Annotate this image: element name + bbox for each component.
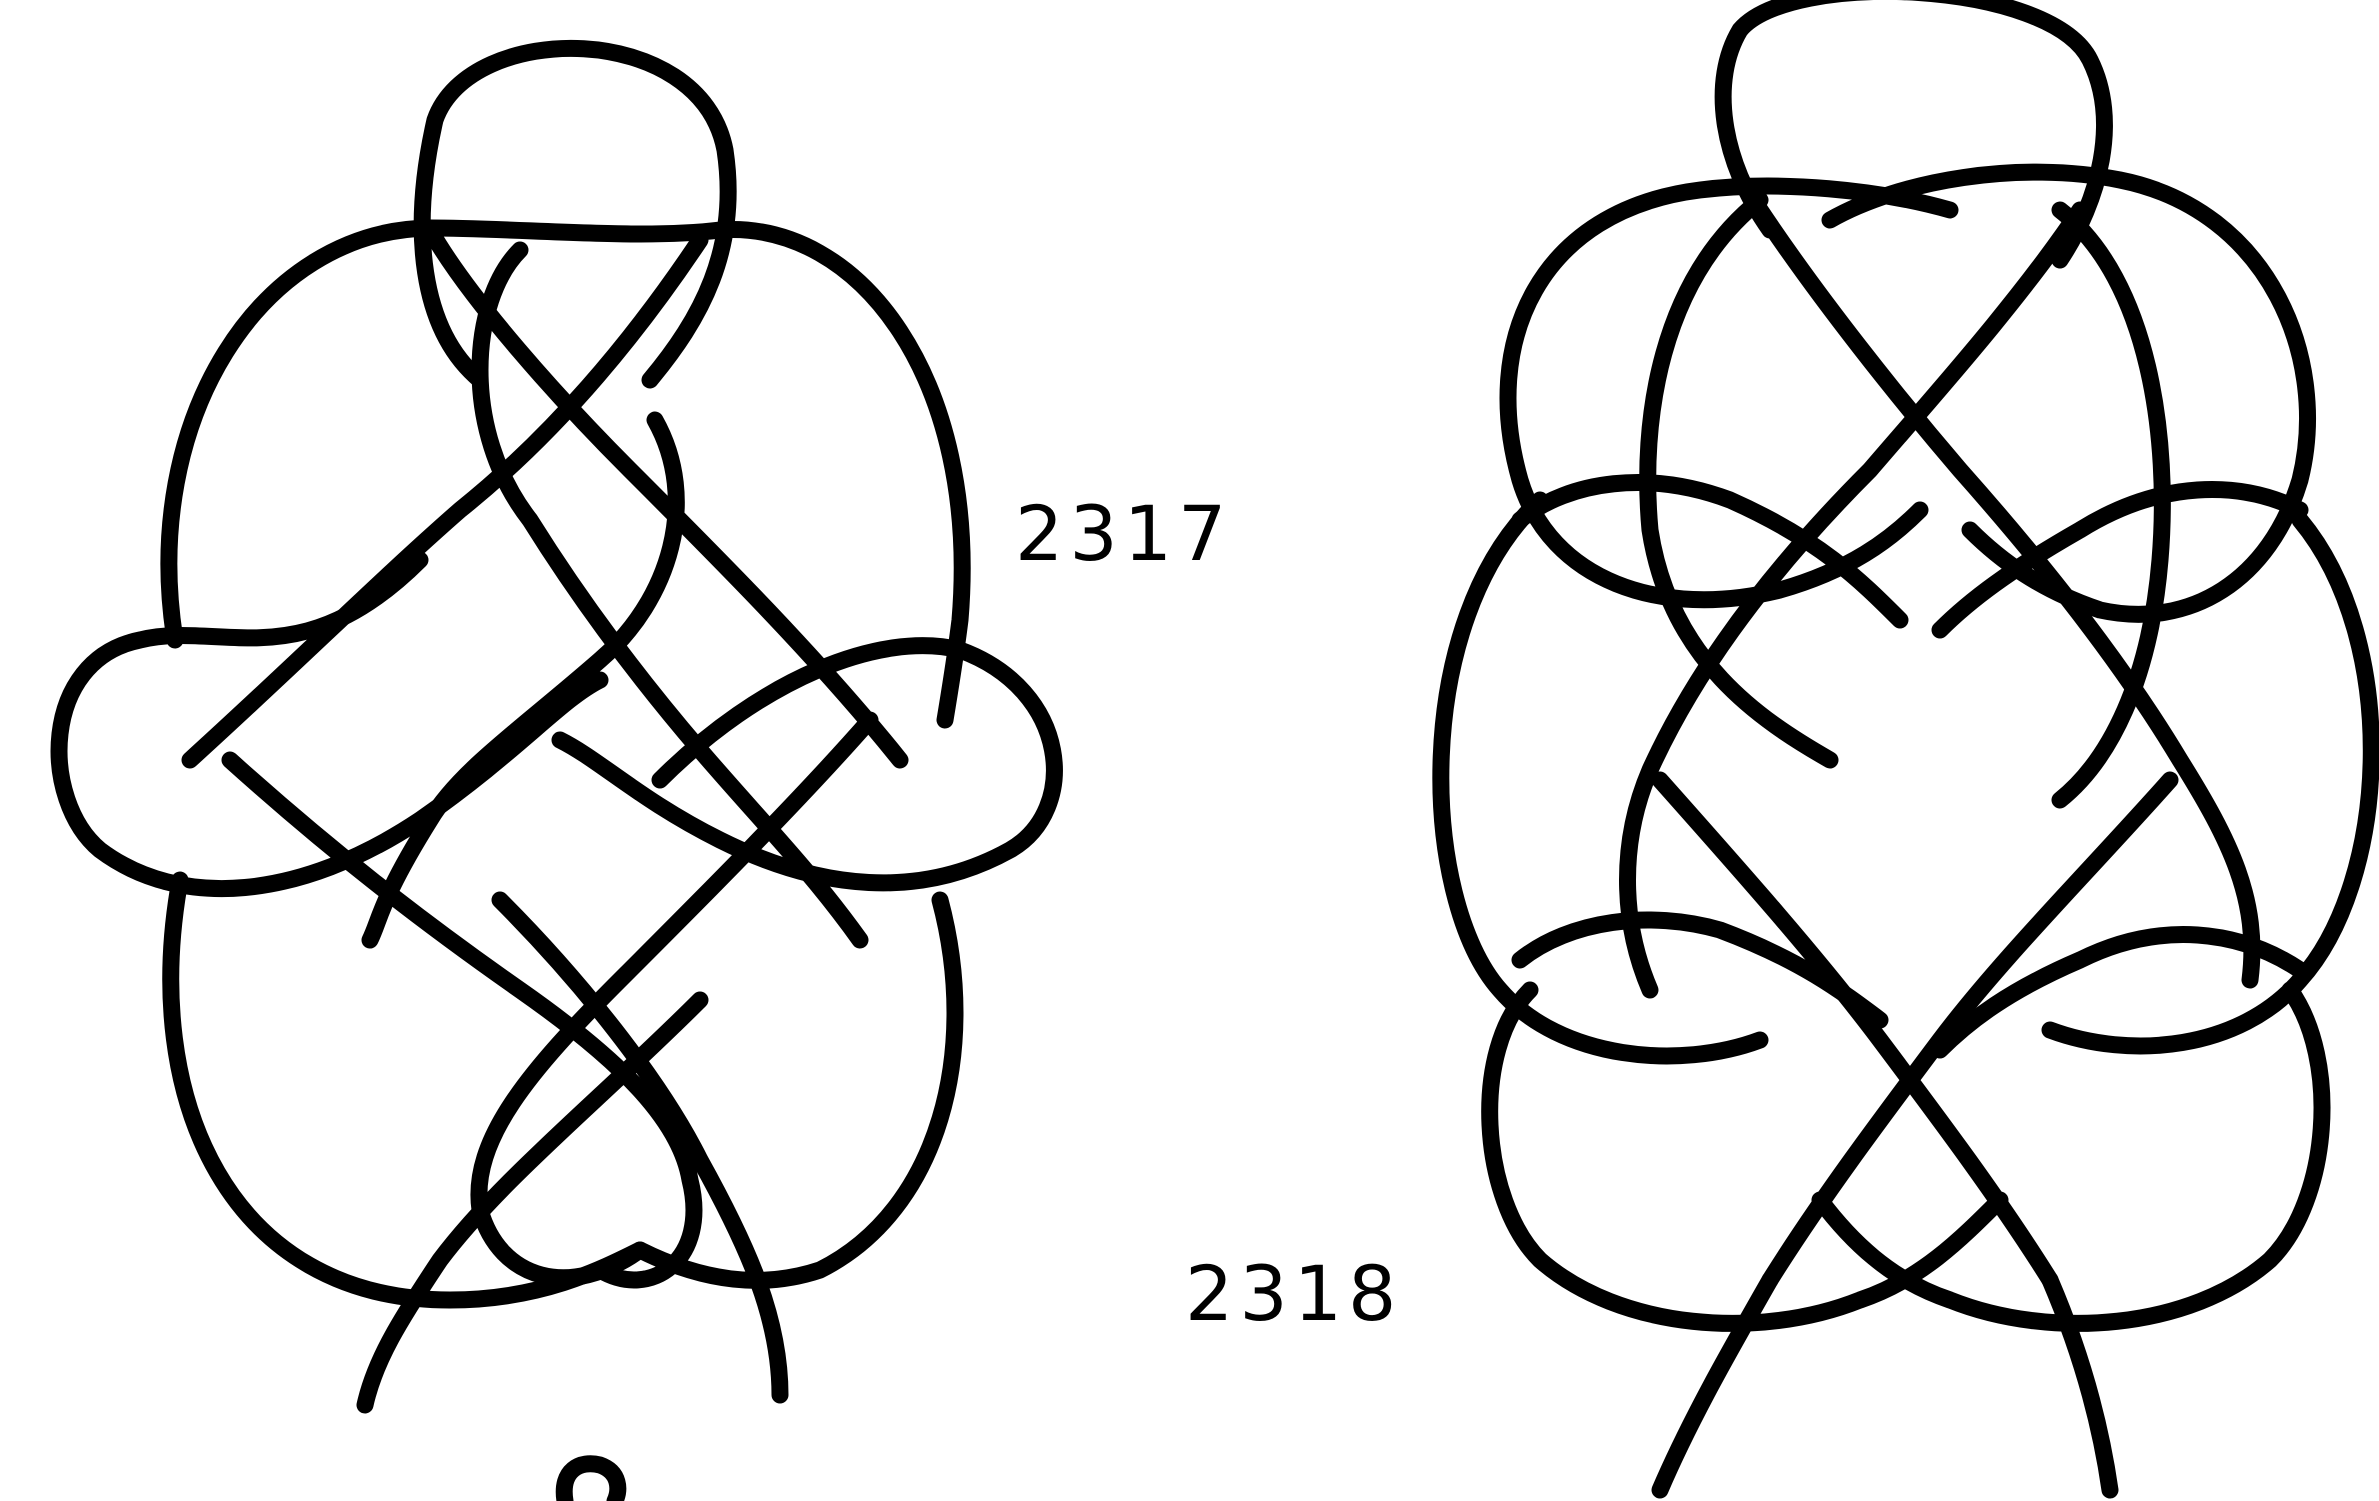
knot-2318-upper-left-lobe [1508, 186, 1950, 600]
knot-2317-tail-left [365, 1000, 700, 1405]
knot-2318 [1441, 0, 2371, 1490]
knot-2317-top-loop [422, 48, 728, 380]
knot-2317-lower-inner-loop [230, 760, 694, 1280]
figure-label-2317: 2317 [1015, 489, 1232, 578]
knot-2317-diagonal-a [430, 230, 900, 760]
cropped-mark [564, 1464, 618, 1501]
knot-2318-diagonal-a [1760, 210, 2252, 980]
knot-2317-lower-oval [171, 880, 955, 1300]
knot-2318-lower-diagonal-a [1660, 780, 2050, 1280]
knot-2317-upper-oval [169, 228, 962, 720]
knot-2317 [59, 48, 1054, 1405]
knot-2318-lower-band-right [1940, 935, 2300, 1050]
knot-2318-tail-right [2050, 1280, 2110, 1490]
knot-2318-top-loop [1723, 0, 2104, 260]
figure-label-2318: 2318 [1185, 1249, 1402, 1338]
